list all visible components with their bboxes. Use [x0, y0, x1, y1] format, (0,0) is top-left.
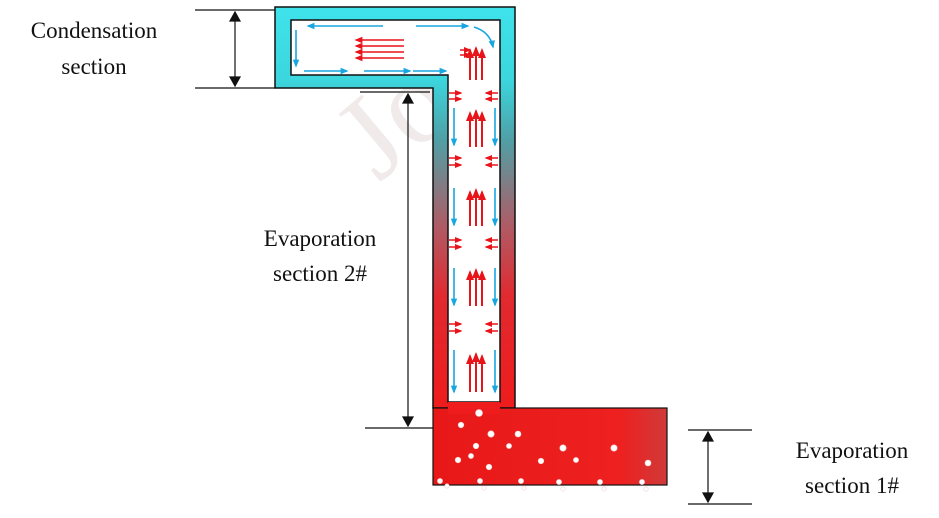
liquid-pool: [432, 407, 668, 486]
liquid-flow-arrows: [292, 22, 495, 75]
label-condensation-line1: Condensation: [31, 18, 158, 43]
label-evaporation2-line2: section 2#: [273, 261, 367, 286]
vapor-top-arrows: [354, 36, 404, 62]
label-condensation-line2: section: [61, 54, 127, 79]
vapor-rise-arrows: [466, 46, 486, 392]
vapor-lateral-arrows: [449, 47, 498, 334]
label-evaporation1-line2: section 1#: [805, 473, 899, 498]
dimension-evaporation-1: [688, 429, 752, 505]
pool-cap: [448, 402, 500, 414]
label-evaporation1-line1: Evaporation: [796, 438, 909, 463]
dimension-evaporation-2: [360, 91, 433, 429]
dimension-condensation: [195, 9, 275, 89]
vapor-bubbles: [437, 409, 652, 492]
label-evaporation2-line1: Evaporation: [264, 226, 377, 251]
wall-film-arrows: [450, 108, 499, 394]
